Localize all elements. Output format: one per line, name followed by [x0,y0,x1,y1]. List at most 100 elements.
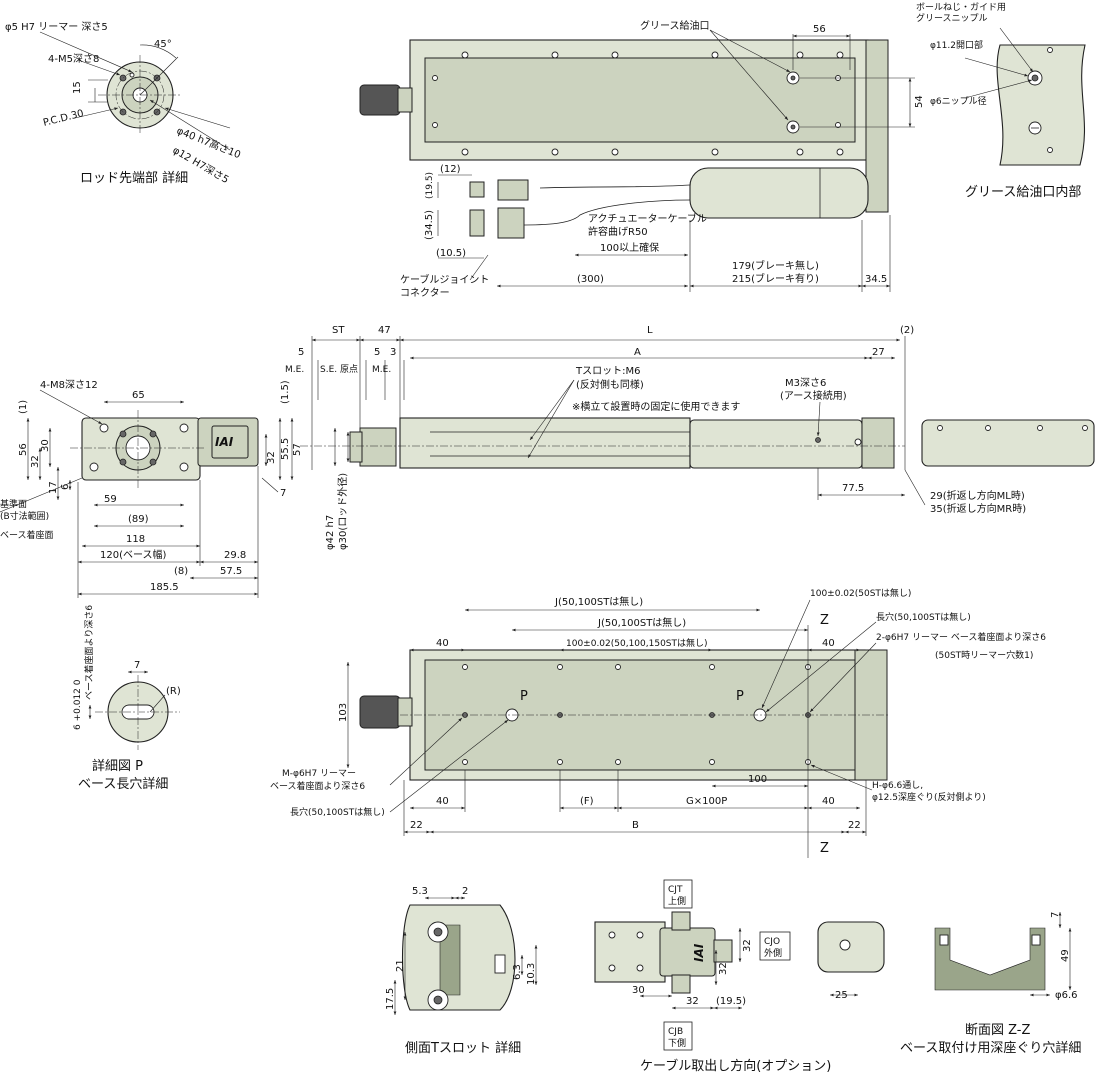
cable-bend-label-1: アクチュエーターケーブル [588,212,707,225]
section-title-1: 断面図 Z-Z [965,1023,1031,1038]
side-dim27: 27 [872,347,885,358]
section-dim49: 49 [1060,949,1071,962]
cable-end-view [817,921,885,973]
cjb-box [663,1021,693,1051]
detail-p: 7 6 +0.012 0 ベース着座面より深さ6 (R) 詳細図 P ベース長穴… [73,605,181,792]
side-motor [689,419,863,469]
bottom-dimB: B [632,820,639,831]
rod-angle-label: 45° [154,39,172,50]
end-logo: IAI [215,435,234,449]
brake-off-label: 179(ブレーキ無し) [732,259,819,272]
bottom-h-2: φ12.5深座ぐり(反対側より) [872,791,986,803]
rod-tap-label: 4-M5深さ8 [48,53,99,65]
end-dim1855: 185.5 [150,582,179,593]
end-dim7: 7 [280,488,286,499]
rod-tip-title: ロッド先端部 詳細 [80,170,188,186]
p-note: ベース着座面より深さ6 [83,605,95,700]
bottom-dim103: 103 [338,703,349,722]
cable-connector-b [497,207,525,239]
end-dim57: 57 [292,443,303,456]
ref-label-2: (B寸法範囲) [0,510,49,522]
end-dim89: (89) [128,514,149,525]
bottom-dim40d: 40 [822,796,835,807]
tslot-dim63: 6.3 [512,964,523,980]
ml-label: 29(折返し方向ML時) [930,489,1025,502]
nipple-label-2: グリースニップル [916,12,988,24]
origin-label: 原点 [340,364,358,375]
side-fold-motor [921,419,1095,467]
section-zz: 7 49 φ6.6 断面図 Z-Z ベース取付け用深座ぐり穴詳細 [900,912,1081,1056]
bottom-dim40c: 40 [436,796,449,807]
bottom-dimF: (F) [580,796,594,807]
end-dim15: (1.5) [280,380,291,404]
cable-logo: IAI [692,943,706,962]
end-dim1: (1) [18,400,29,414]
nipple-icon [1031,74,1039,82]
p-dim7: 7 [134,660,140,671]
bottom-J2: J(50,100STは無し) [597,616,686,629]
side-dim775: 77.5 [842,483,864,494]
top-motor [689,167,869,219]
tslot-label-2: (反対側も同様) [576,378,644,391]
side-dim47: 47 [378,325,391,336]
end-view: IAI 4-M8深さ12 65 (1) 56 30 32 17 6 59 基準面… [0,379,303,598]
bottom-reamer-2: (50ST時リーマー穴数1) [935,649,1033,661]
me1-label: M.E. [285,365,304,375]
side-dimL: L [647,325,653,336]
cable-bend-label-2: 許容曲げR50 [588,225,648,238]
bottom-dim100: 100 [748,774,767,785]
end-dim59: 59 [104,494,117,505]
side-dim2: (2) [900,325,914,336]
cjo-connector [713,939,733,963]
end-dim575: 57.5 [220,566,242,577]
section-d66: φ6.6 [1055,990,1078,1001]
top-dim12: (12) [440,164,461,175]
bottom-slot-label: 長穴(50,100STは無し) [876,611,971,623]
bottom-J1: J(50,100STは無し) [554,595,643,608]
top-dim345b: 34.5 [865,274,887,285]
bottom-dim22a: 22 [410,820,423,831]
cjb-label-2: 下側 [668,1037,686,1049]
tslot-label-3: ※横立て設置時の固定に使用できます [572,400,740,413]
nipple-dia-label: φ6ニップル径 [930,95,987,107]
bottom-d100-2: 100±0.02(50,100,150STは無し) [566,637,708,649]
cjt-connector [671,911,691,931]
detail-p-title-2: ベース長穴詳細 [78,776,168,792]
grease-detail-title: グリース給油口内部 [965,184,1081,200]
tslot-detail-title: 側面Tスロット 詳細 [405,1040,521,1056]
cable-dim32a: 32 [742,939,753,952]
nipple-label-1: ボールねじ・ガイド用 [916,2,1006,13]
bottom-dim22b: 22 [848,820,861,831]
open-label: φ11.2開口部 [930,39,983,51]
end-dim120: 120(ベース幅) [100,548,166,561]
bottom-dim40b: 40 [822,638,835,649]
end-dim32: 32 [30,455,41,468]
cable-dim195: (19.5) [716,996,746,1007]
bottom-gp: G×100P [686,796,727,807]
side-body [399,417,691,469]
connector-label-1: ケーブルジョイント [400,273,489,286]
tslot-dim53: 5.3 [412,886,428,897]
clearance-label: 100以上確保 [600,241,659,254]
cjb-connector [671,974,691,994]
side-view: ST 47 L (2) 5 5 3 A 27 M.E. S.E. 原点 M.E.… [285,325,1095,550]
end-dim8: (8) [174,566,188,577]
cable-connector-a [497,179,529,201]
p-r: (R) [166,686,181,697]
tslot-dim2: 2 [462,886,468,897]
tslot-section [439,924,461,996]
end-dim555: 55.5 [280,438,291,460]
end-dim298: 29.8 [224,550,246,561]
earth-label-1: M3深さ6 [785,377,826,389]
cjt-label-2: 上側 [668,895,686,907]
cable-dim30: 30 [632,985,645,996]
base-seat-label: ベース着座面 [0,529,54,541]
se-label: S.E. [320,365,337,375]
cable-dim25: 25 [835,990,848,1001]
grease-port-detail: ボールねじ・ガイド用 グリースニップル φ11.2開口部 φ6ニップル径 グリー… [916,2,1086,200]
cable-dim32b: 32 [718,962,729,975]
top-view: グリース給油口 56 54 (12) (19.5) (34.5) (10.5) … [359,19,925,299]
cable-option: IAI CJT 上側 CJO 外側 CJB 下側 32 32 30 32 (19… [594,879,885,1074]
cable-option-title: ケーブル取出し方向(オプション) [640,1058,831,1074]
tslot-dim175: 17.5 [385,988,396,1010]
